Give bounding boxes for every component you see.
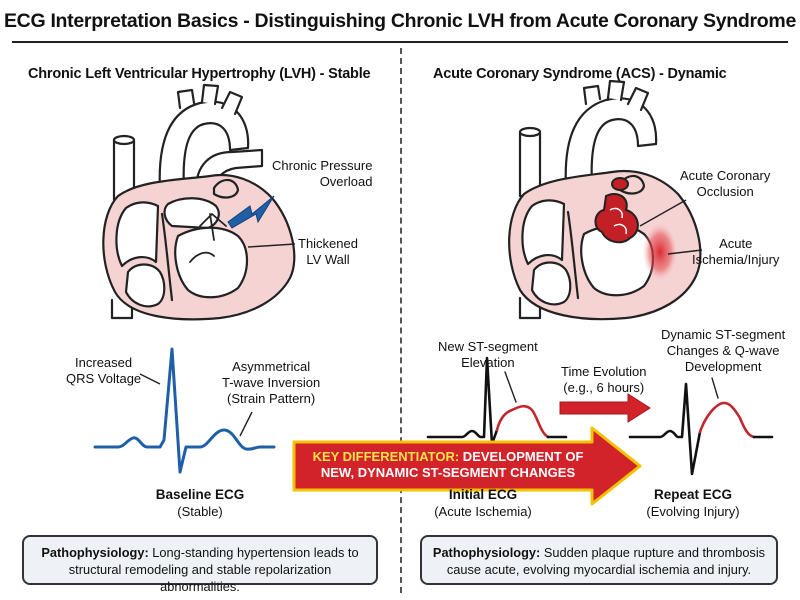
- page-title: ECG Interpretation Basics - Distinguishi…: [3, 10, 797, 32]
- acs-initial-ecg: [426, 356, 568, 446]
- acs-septum: [566, 210, 580, 300]
- lvh-ecg-trace: [93, 347, 276, 474]
- lvh-aorta: [158, 100, 250, 192]
- qrs-voltage-label: Increased QRS Voltage: [66, 355, 142, 386]
- st-new-leader: [504, 371, 517, 403]
- occlusion-leader: [639, 199, 687, 227]
- qrs-voltage-leader: [139, 373, 161, 385]
- acs-repeat-ecg: [628, 377, 774, 476]
- time-evolution-label: Time Evolution (e.g., 6 hours): [561, 364, 647, 395]
- lvh-right-atrium: [115, 201, 160, 268]
- title-divider: [12, 41, 788, 43]
- lvh-aortic-branches: [176, 83, 244, 116]
- acs-heart-illustration: [508, 79, 702, 321]
- thickened-wall-leader: [247, 243, 296, 248]
- repeat-ecg-st-change: [698, 401, 756, 439]
- dynamic-leader: [711, 377, 719, 399]
- acs-pathophysiology-box: Pathophysiology: Sudden plaque rupture a…: [420, 535, 778, 585]
- repeat-ecg-caption: Repeat ECG (Evolving Injury): [646, 487, 740, 519]
- lvh-appendage: [212, 178, 240, 199]
- pressure-overload-arrow: [227, 195, 275, 229]
- acs-aortic-branches: [582, 79, 650, 112]
- baseline-ecg-caption: Baseline ECG (Stable): [155, 487, 245, 519]
- lvh-baseline-ecg: [93, 347, 276, 474]
- twave-leader: [239, 411, 253, 437]
- lvh-right-ventricle: [124, 263, 166, 308]
- ischemia-zone: [642, 222, 678, 282]
- pressure-overload-label: Chronic Pressure Overload: [272, 158, 373, 189]
- panel-divider: [400, 48, 402, 593]
- initial-ecg-st-elevation: [495, 404, 550, 439]
- thickened-wall-label: Thickened LV Wall: [298, 236, 358, 267]
- initial-ecg-baseline: [426, 356, 499, 446]
- lvh-heart-illustration: [102, 83, 296, 321]
- key-differentiator-text: KEY DIFFERENTIATOR: DEVELOPMENT OF NEW, …: [312, 449, 584, 480]
- lvh-papillary: [189, 251, 215, 263]
- twave-inversion-label: Asymmetrical T-wave Inversion (Strain Pa…: [222, 359, 321, 406]
- initial-ecg-caption: Initial ECG (Acute Ischemia): [434, 487, 532, 519]
- lvh-left-ventricle-cavity: [174, 226, 249, 299]
- time-evolution-arrow: [559, 393, 651, 423]
- repeat-ecg-baseline: [628, 382, 702, 476]
- ischemia-leader: [667, 249, 703, 255]
- key-differentiator-arrow: [292, 426, 642, 506]
- coronary-occlusion: [594, 177, 639, 244]
- lvh-pathophysiology-box: Pathophysiology: Long-standing hypertens…: [22, 535, 378, 594]
- st-elevation-label: New ST-segment Elevation: [438, 339, 538, 370]
- acs-aorta: [564, 97, 658, 188]
- acs-right-atrium: [521, 199, 566, 266]
- dynamic-st-label: Dynamic ST-segment Changes & Q-wave Deve…: [661, 327, 786, 374]
- lvh-valve-leaflets: [199, 213, 227, 241]
- coronary-occlusion-label: Acute Coronary Occlusion: [680, 168, 771, 199]
- lvh-septum: [160, 212, 174, 302]
- acs-right-ventricle: [530, 261, 572, 306]
- lvh-subtitle: Chronic Left Ventricular Hypertrophy (LV…: [28, 66, 371, 82]
- acs-subtitle: Acute Coronary Syndrome (ACS) - Dynamic: [433, 66, 727, 82]
- ischemia-injury-label: Acute Ischemia/Injury: [692, 236, 780, 267]
